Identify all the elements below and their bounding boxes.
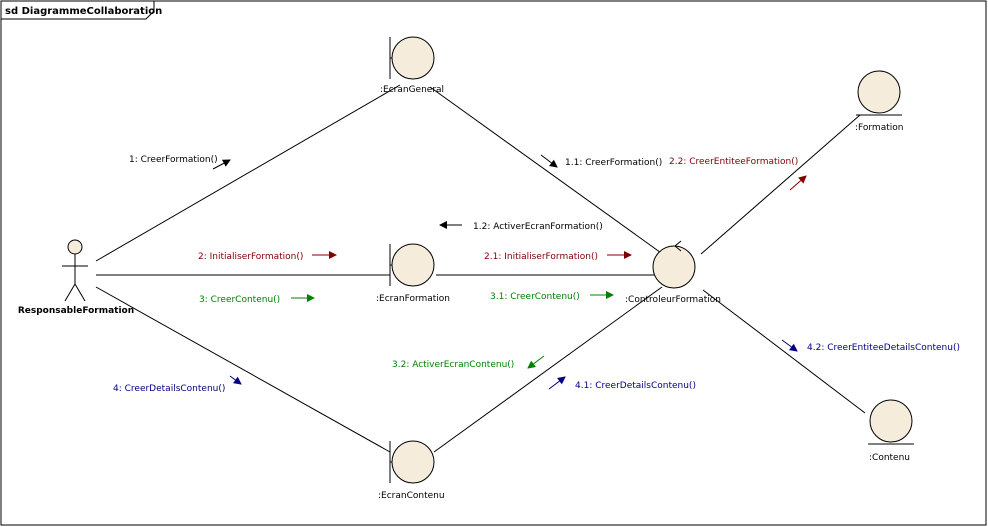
control-icon xyxy=(652,240,696,289)
message-1-1-label: 1.1: CreerFormation() xyxy=(565,158,662,168)
boundary-icon xyxy=(389,36,435,80)
message-4-2-arrow-icon xyxy=(781,339,798,352)
object-ecran-contenu[interactable]: :EcranContenu xyxy=(378,440,445,501)
object-label: :Formation xyxy=(855,123,903,133)
message-1-1-arrow-icon xyxy=(540,154,558,168)
actor-label: ResponsableFormation xyxy=(18,306,134,316)
link-actor-ecrangeneral xyxy=(95,84,401,262)
link-controleur-contenu xyxy=(702,289,866,414)
message-3-2-label: 3.2: ActiverEcranContenu() xyxy=(392,360,514,370)
actor-stick-figure-icon xyxy=(62,239,88,302)
entity-icon xyxy=(856,70,902,116)
object-label: :Contenu xyxy=(869,453,910,463)
message-2-2-label: 2.2: CreerEntiteeFormation() xyxy=(669,157,798,167)
message-2-label: 2: InitialiserFormation() xyxy=(198,252,303,262)
frame-title-tab xyxy=(1,1,155,20)
message-2-2-arrow-icon xyxy=(789,175,807,191)
message-4-1-label: 4.1: CreerDetailsContenu() xyxy=(575,381,696,391)
message-1-arrow-icon xyxy=(212,159,231,170)
frame-title: sd DiagrammeCollaboration xyxy=(5,6,162,17)
message-3-label: 3: CreerContenu() xyxy=(199,295,280,305)
message-4-1-arrow-icon xyxy=(548,376,566,390)
link-controleur-formation xyxy=(700,114,861,255)
link-ecrangeneral-controleur xyxy=(429,86,665,256)
message-2-1-label: 2.1: InitialiserFormation() xyxy=(484,252,598,262)
message-1-2-label: 1.2: ActiverEcranFormation() xyxy=(473,222,603,232)
boundary-icon xyxy=(389,243,435,287)
object-label: :ControleurFormation xyxy=(625,295,721,305)
links xyxy=(95,84,866,453)
message-1-label: 1: CreerFormation() xyxy=(129,155,218,165)
object-label: :EcranContenu xyxy=(378,491,445,501)
object-formation[interactable]: :Formation xyxy=(855,70,903,133)
entity-icon xyxy=(868,399,914,445)
message-4-arrow-icon xyxy=(229,375,242,385)
message-3-1-label: 3.1: CreerContenu() xyxy=(490,292,580,302)
boundary-icon xyxy=(389,440,435,484)
link-actor-ecrancontenu xyxy=(95,286,391,453)
object-contenu[interactable]: :Contenu xyxy=(868,399,914,463)
message-3-2-arrow-icon xyxy=(527,355,545,369)
object-controleur-formation[interactable]: :ControleurFormation xyxy=(625,240,721,305)
actor-responsable-formation[interactable]: ResponsableFormation xyxy=(18,239,134,316)
link-ecrancontenu-controleur xyxy=(433,286,663,453)
message-4-2-label: 4.2: CreerEntiteeDetailsContenu() xyxy=(807,343,960,353)
object-ecran-formation[interactable]: :EcranFormation xyxy=(376,243,450,304)
object-label: :EcranFormation xyxy=(376,294,450,304)
message-4-label: 4: CreerDetailsContenu() xyxy=(113,384,225,394)
object-label: :EcranGeneral xyxy=(380,85,444,95)
object-ecran-general[interactable]: :EcranGeneral xyxy=(380,36,444,95)
